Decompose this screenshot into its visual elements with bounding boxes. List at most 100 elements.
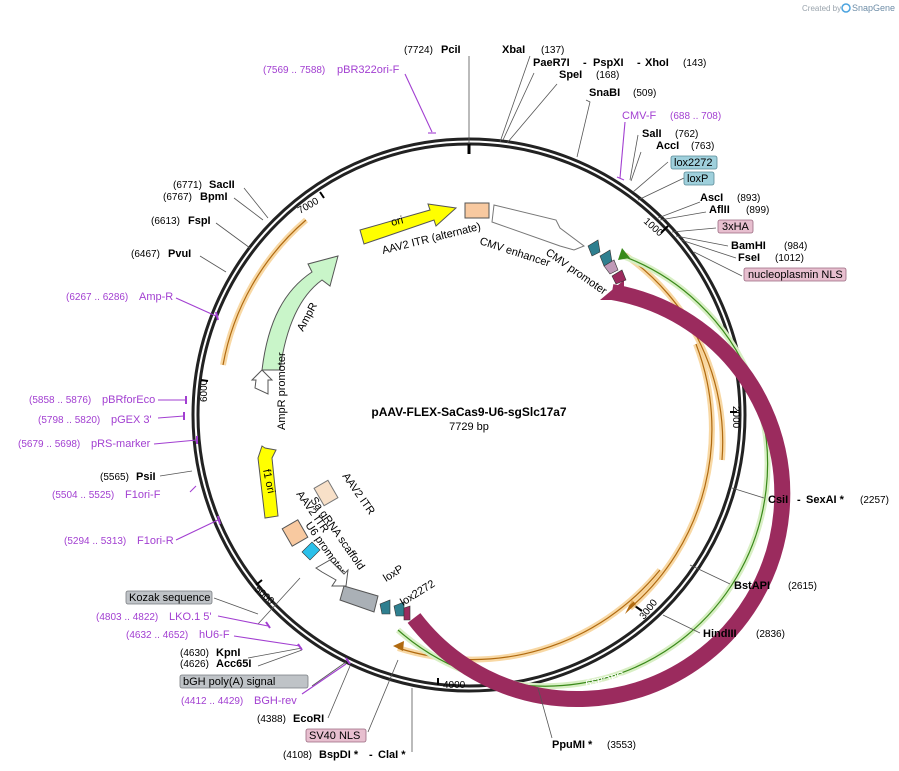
cmv-enhancer-label: CMV enhancer — [478, 235, 552, 269]
orf-green-outline — [396, 252, 771, 690]
aav2-itr-box-lower — [281, 519, 309, 547]
orf-right-arrowhead — [625, 600, 636, 614]
site-pos-bspdi: (4108) — [283, 750, 312, 761]
site-pos-sexai: (2257) — [860, 495, 889, 506]
tick-5000-mark — [255, 579, 263, 586]
primer-pos-hu6-f: (4632 .. 4652) — [126, 630, 188, 641]
orf-line-upper — [624, 254, 724, 461]
tick-7000-mark — [319, 191, 325, 199]
site-pos-sacii: (6771) — [173, 180, 202, 191]
credit-brand: SnapGene — [852, 3, 895, 13]
primer-pos-pbrforeco: (5858 .. 5876) — [29, 395, 91, 406]
site-sep-1: - — [583, 57, 587, 69]
box-sv40-nls-label: SV40 NLS — [309, 730, 360, 742]
f1-ori-arrow — [257, 445, 279, 519]
plasmid-length: 7729 bp — [449, 421, 489, 433]
primer-f1ori-f: F1ori-F — [125, 489, 161, 501]
site-sep-4: - — [369, 749, 373, 761]
3xha-arrow — [603, 259, 619, 275]
snapgene-logo-icon — [841, 3, 851, 13]
site-sexai: SexAI * — [806, 494, 845, 506]
primer-pos-f1ori-f: (5504 .. 5525) — [52, 490, 114, 501]
primer-prs-marker: pRS-marker — [91, 438, 151, 450]
ori-label: ori — [390, 214, 405, 229]
box-3xha — [717, 219, 754, 234]
plasmid-name: pAAV-FLEX-SaCas9-U6-sgSlc17a7 — [371, 405, 567, 419]
primer-pos-bgh-rev: (4412 .. 4429) — [181, 696, 243, 707]
tick-6000-mark — [200, 379, 209, 382]
site-aflii: AflII — [709, 204, 730, 216]
site-ppumi: PpuMI * — [552, 739, 593, 751]
site-pos-aflii: (899) — [746, 205, 769, 216]
bgh-polya-block — [339, 585, 379, 613]
cmv-enhancer-arrow — [491, 204, 586, 251]
tick-2000: 2000 — [730, 406, 741, 429]
site-pos-sali: (762) — [675, 129, 698, 140]
primer-amp-r: Amp-R — [139, 291, 173, 303]
primer-pos-amp-r: (6267 .. 6286) — [66, 292, 128, 303]
site-bstapi: BstAPI — [734, 580, 770, 592]
tick-3000-mark — [634, 605, 643, 612]
site-sali: SalI — [642, 128, 662, 140]
leader-lines-left — [159, 187, 413, 752]
primer-bgh-rev: BGH-rev — [254, 695, 297, 707]
site-acci: AccI — [656, 140, 679, 152]
site-bpmi: BpmI — [200, 191, 228, 203]
primer-pos-f1ori-r: (5294 .. 5313) — [64, 536, 126, 547]
primer-hu6-f: hU6-F — [199, 629, 230, 641]
leader-lines-right — [468, 55, 765, 739]
box-kozak — [125, 590, 213, 605]
site-pvui: PvuI — [168, 248, 191, 260]
box-kozak-label: Kozak sequence — [129, 592, 210, 604]
site-xbai: XbaI — [502, 44, 525, 56]
sacas9-arrowhead — [600, 280, 624, 300]
box-lox2272-label: lox2272 — [674, 157, 713, 169]
box-lox2272 — [670, 155, 718, 170]
site-pos-acc65i: (4626) — [180, 659, 209, 670]
site-asci: AscI — [700, 192, 723, 204]
sacas9-arrow-body — [407, 284, 791, 708]
site-pos-xhoi: (143) — [683, 58, 706, 69]
primer-cmv-f: CMV-F — [622, 110, 657, 122]
site-pos-spei: (168) — [596, 70, 619, 81]
site-hindiii: HindIII — [703, 628, 737, 640]
primer-pbrforeco: pBRforEco — [102, 394, 155, 406]
orf-bottom-arrowhead — [393, 641, 404, 651]
nucleoplasmin-nls-arrow — [611, 269, 627, 285]
primer-pos-pgex3: (5798 .. 5820) — [38, 415, 100, 426]
site-pos-acci: (763) — [691, 141, 714, 152]
lox2272-upper-arrow — [587, 239, 601, 257]
credit-prefix: Created by — [802, 4, 841, 13]
site-pos-hindiii: (2836) — [756, 629, 785, 640]
primer-leaders — [153, 73, 626, 695]
site-pos-bamhi: (984) — [784, 241, 807, 252]
site-snabi: SnaBI — [589, 87, 620, 99]
site-spei: SpeI — [559, 69, 582, 81]
box-loxp — [683, 171, 715, 186]
orf-green-arrowhead — [618, 248, 630, 260]
site-pos-xbai: (137) — [541, 45, 564, 56]
tick-marks — [200, 191, 737, 685]
site-pspxi: PspXI — [593, 57, 624, 69]
lox2272-inner-label: lox2272 — [398, 578, 437, 609]
ampr-promoter-label: AmpR promoter — [276, 352, 288, 430]
primer-pgex3: pGEX 3' — [111, 414, 152, 426]
site-pos-asci: (893) — [737, 193, 760, 204]
primer-pbr322ori-f: pBR322ori-F — [337, 64, 400, 76]
site-xhoi: XhoI — [645, 57, 669, 69]
site-pos-fspi: (6613) — [151, 216, 180, 227]
u6-promoter-arrow — [315, 559, 349, 587]
orf-line-left — [222, 219, 307, 366]
site-pos-ecori: (4388) — [257, 714, 286, 725]
sacas9-label: SaCas9 — [584, 668, 625, 689]
orf-line-right — [629, 343, 713, 609]
loxp-inner-label: loxP — [381, 563, 406, 585]
tick-5000: 5000 — [252, 584, 276, 607]
site-pos-psii: (5565) — [100, 472, 129, 483]
box-bgh-polya — [179, 674, 309, 689]
site-pos-ppumi: (3553) — [607, 740, 636, 751]
site-bspdi: BspDI * — [319, 749, 359, 761]
site-pos-fsei: (1012) — [775, 253, 804, 264]
box-bgh-polya-label: bGH poly(A) signal — [183, 676, 275, 688]
